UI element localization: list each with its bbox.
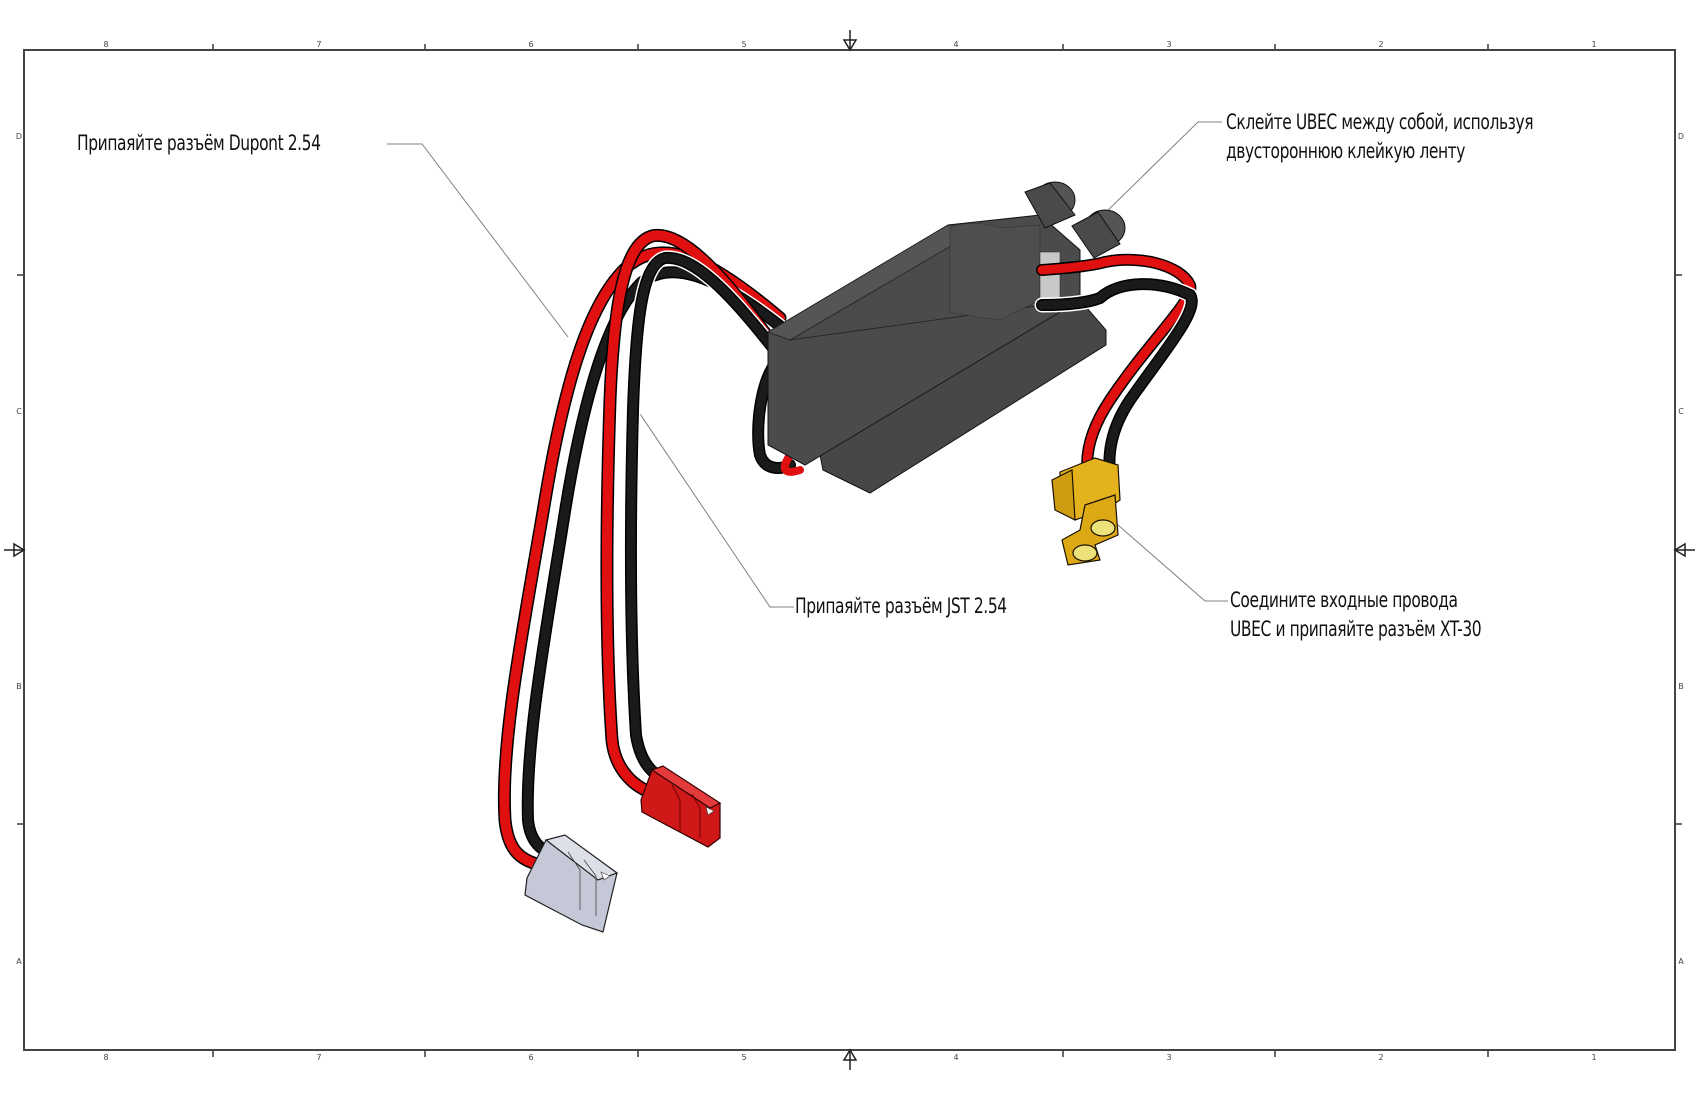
leader-glue (1099, 121, 1222, 219)
center-mark-right-icon (1673, 542, 1695, 558)
callout-xt30-line-2: UBEC и припаяйте разъём XT-30 (1230, 617, 1482, 641)
callout-dupont: Припаяйте разъём Dupont 2.54 (77, 129, 321, 158)
zone-col-top-8: 8 (103, 40, 108, 49)
zone-row-right-B: B (1678, 682, 1684, 691)
zone-row-left-A: A (16, 957, 22, 966)
center-mark-bottom-icon (842, 1048, 858, 1070)
dupont-harness (497, 246, 793, 872)
zone-col-bottom-5: 5 (741, 1053, 746, 1062)
drawing-frame (4, 30, 1695, 1070)
dupont-connector (524, 834, 619, 933)
zone-row-right-D: D (1678, 132, 1684, 141)
leader-dupont (387, 143, 569, 338)
leader-lines (387, 121, 1228, 608)
callout-glue-line-2: двустороннюю клейкую ленту (1226, 139, 1466, 163)
zone-row-left-D: D (16, 132, 22, 141)
center-mark-left-icon (4, 542, 26, 558)
jst-connector (640, 765, 722, 848)
zone-col-top-6: 6 (528, 40, 533, 49)
callout-glue-line-1: Склейте UBEC между собой, используя (1226, 110, 1534, 134)
center-mark-top-icon (842, 30, 858, 52)
zone-col-bottom-4: 4 (953, 1053, 958, 1062)
zone-col-top-3: 3 (1166, 40, 1171, 49)
xt30-connector (1051, 457, 1121, 566)
callout-jst: Припаяйте разъём JST 2.54 (795, 592, 1007, 621)
leader-xt30 (1117, 524, 1228, 602)
zone-col-top-1: 1 (1591, 40, 1596, 49)
callout-jst-line-1: Припаяйте разъём JST 2.54 (795, 594, 1007, 618)
xt30-input-wires (1034, 253, 1200, 483)
zone-row-right-A: A (1678, 957, 1684, 966)
zone-col-top-7: 7 (316, 40, 321, 49)
zone-row-left-C: C (16, 407, 22, 416)
jst-harness (600, 228, 784, 802)
callout-dupont-line-1: Припаяйте разъём Dupont 2.54 (77, 131, 321, 155)
zone-col-bottom-7: 7 (316, 1053, 321, 1062)
ubec-module-upper (767, 181, 1126, 466)
callout-xt30: Соедините входные провода UBEC и припаяй… (1230, 586, 1482, 644)
zone-col-top-2: 2 (1378, 40, 1383, 49)
zone-col-top-5: 5 (741, 40, 746, 49)
leader-jst (631, 401, 794, 608)
zone-col-bottom-6: 6 (528, 1053, 533, 1062)
zone-col-bottom-3: 3 (1166, 1053, 1171, 1062)
zone-row-left-B: B (16, 682, 22, 691)
zone-col-top-4: 4 (953, 40, 958, 49)
zone-col-bottom-1: 1 (1591, 1053, 1596, 1062)
zone-row-right-C: C (1678, 407, 1684, 416)
callout-glue: Склейте UBEC между собой, используя двус… (1226, 108, 1534, 166)
callout-xt30-line-1: Соедините входные провода (1230, 588, 1458, 612)
zone-col-bottom-2: 2 (1378, 1053, 1383, 1062)
ubec-output-loops (752, 354, 804, 476)
zone-col-bottom-8: 8 (103, 1053, 108, 1062)
